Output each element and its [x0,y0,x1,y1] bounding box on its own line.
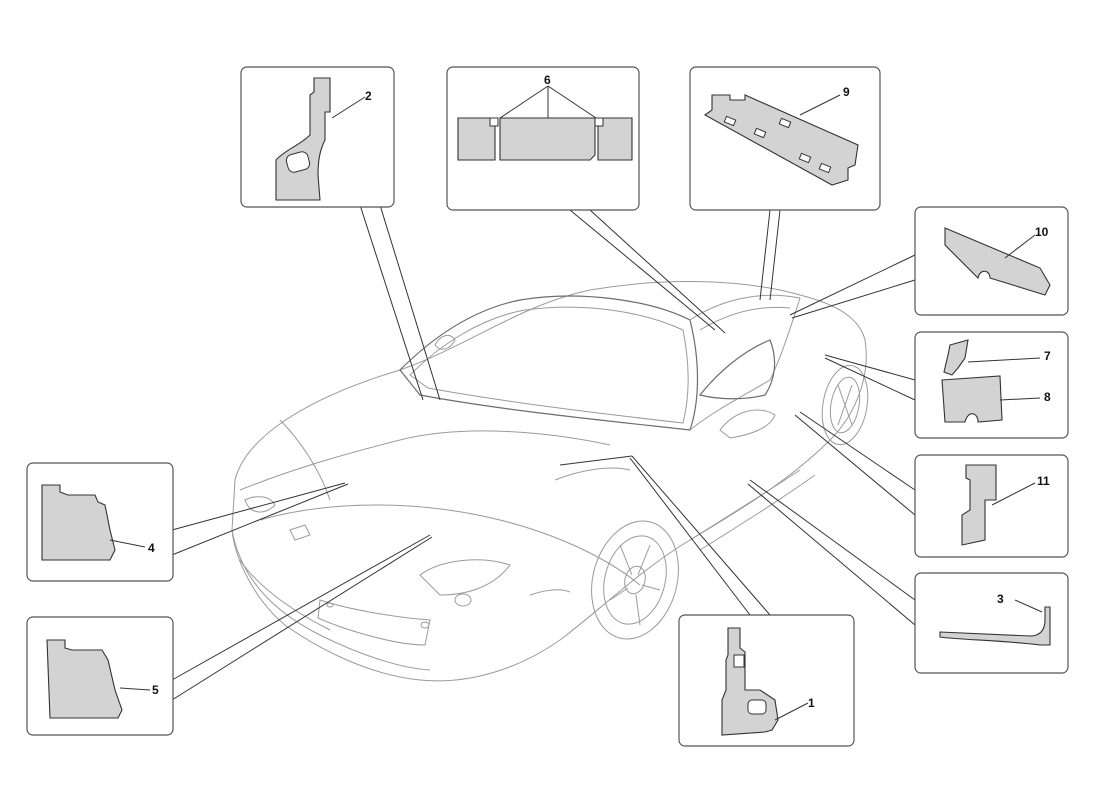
callout-label-3: 3 [997,592,1004,606]
callout-box-11: 11 [914,454,1069,558]
callout-box-3: 3 [914,572,1069,674]
callout-label-9: 9 [843,85,850,99]
leader-lines [171,204,916,701]
callout-box-6: 6 [446,66,640,211]
callout-label-7: 7 [1044,349,1051,363]
callout-box-5: 5 [26,616,174,736]
callout-label-2: 2 [365,89,372,103]
callout-label-6: 6 [544,73,551,87]
callout-label-1: 1 [808,696,815,710]
callout-box-7-8: 7 8 [914,331,1069,439]
callout-label-4: 4 [148,541,155,555]
callout-label-8: 8 [1044,390,1051,404]
callout-label-10: 10 [1035,225,1049,239]
callout-label-11: 11 [1037,474,1050,488]
callout-box-1: 1 [678,614,855,747]
callout-box-10: 10 [914,206,1069,316]
callout-label-5: 5 [152,683,159,697]
callout-box-9: 9 [689,66,881,211]
car-illustration [231,281,869,682]
callout-box-4: 4 [26,462,174,582]
callout-box-2: 2 [240,66,395,208]
